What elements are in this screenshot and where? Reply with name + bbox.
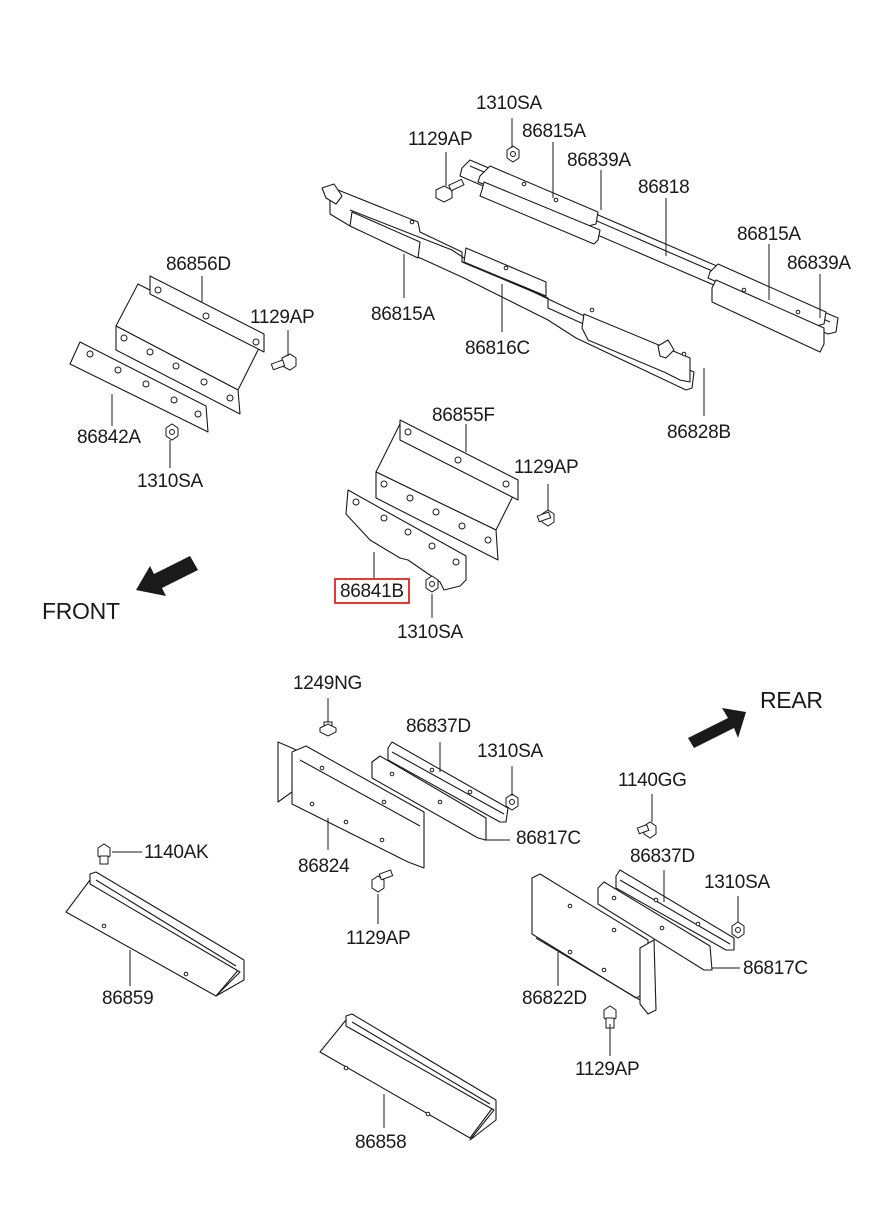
- bolt-1140AK: [97, 843, 111, 865]
- label-86815A-mid: 86815A: [371, 304, 435, 325]
- bolt-1129AP-left: [270, 353, 297, 371]
- label-1129AP-right: 1129AP: [575, 1059, 640, 1080]
- label-1310SA-top: 1310SA: [476, 93, 542, 114]
- label-86837D-right: 86837D: [630, 846, 695, 867]
- label-1310SA-left: 1310SA: [137, 471, 203, 492]
- label-86828B: 86828B: [667, 422, 731, 443]
- rear-arrow-icon: [688, 708, 746, 748]
- bolt-1140GG: [636, 821, 657, 839]
- label-86855F: 86855F: [432, 405, 495, 426]
- nut-1310SA-left: [165, 423, 179, 441]
- label-86822D: 86822D: [522, 988, 587, 1009]
- label-86818: 86818: [638, 177, 690, 198]
- label-rear-direction: REAR: [760, 687, 823, 713]
- label-86816C: 86816C: [465, 338, 530, 359]
- part-86822D-panel: [531, 873, 657, 1015]
- label-86859: 86859: [102, 988, 154, 1009]
- label-1310SA-lower: 1310SA: [477, 741, 543, 762]
- part-86837D-strip-right: [615, 869, 735, 951]
- label-1129AP-left: 1129AP: [250, 307, 315, 328]
- label-86817C-left: 86817C: [516, 828, 581, 849]
- label-86837D-left: 86837D: [406, 716, 471, 737]
- label-86815A-right: 86815A: [737, 224, 801, 245]
- label-1249NG: 1249NG: [293, 673, 362, 694]
- part-86841B-plate: [345, 489, 467, 591]
- part-86817C-plate-right: [597, 881, 713, 971]
- label-1129AP-center: 1129AP: [514, 457, 579, 478]
- label-1310SA-center: 1310SA: [397, 622, 463, 643]
- nut-1310SA-center: [425, 575, 439, 593]
- part-86842A-plate: [69, 341, 209, 433]
- label-86815A-top: 86815A: [522, 121, 586, 142]
- bolt-1129AP-center: [536, 509, 555, 527]
- label-86817C-right: 86817C: [743, 958, 808, 979]
- part-86839A-strip-upper: [479, 181, 825, 353]
- label-1129AP-lower: 1129AP: [346, 928, 411, 949]
- label-86824: 86824: [298, 856, 350, 877]
- nut-1310SA-right: [731, 921, 745, 939]
- label-86841B-highlighted[interactable]: 86841B: [334, 578, 410, 604]
- label-86858: 86858: [355, 1132, 407, 1153]
- part-86858-channel: [319, 1013, 497, 1141]
- label-1140AK: 1140AK: [144, 842, 209, 863]
- front-arrow-icon: [136, 556, 198, 596]
- label-1140GG: 1140GG: [618, 770, 687, 791]
- part-86837D-strip-left: [387, 741, 509, 823]
- part-86824-panel: [277, 741, 425, 869]
- nut-1310SA-top: [506, 145, 520, 163]
- label-1310SA-right: 1310SA: [704, 872, 770, 893]
- part-86815A-rail-lower: [321, 181, 801, 391]
- bolt-1249NG: [319, 721, 337, 737]
- label-86842A: 86842A: [77, 427, 141, 448]
- part-86856D-bracket: [115, 275, 265, 415]
- label-86856D: 86856D: [166, 254, 231, 275]
- nut-1310SA-lower: [505, 793, 519, 811]
- part-86859-channel: [65, 871, 245, 997]
- label-86839A-right: 86839A: [787, 253, 851, 274]
- label-86839A-top: 86839A: [567, 150, 631, 171]
- bolt-1129AP-lower: [371, 869, 394, 893]
- label-front-direction: FRONT: [42, 598, 120, 624]
- bolt-1129AP-top: [435, 178, 465, 203]
- part-86855F-bracket: [375, 419, 519, 561]
- label-1129AP-top: 1129AP: [408, 129, 473, 150]
